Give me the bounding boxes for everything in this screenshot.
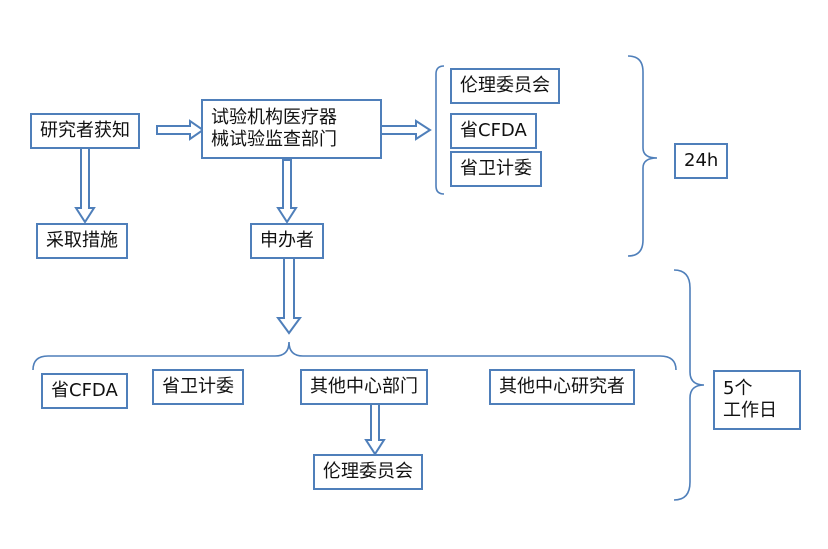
sponsor-node: 申办者	[250, 223, 324, 259]
arrow-departments-to-ethics	[364, 401, 386, 456]
time-5days-line-2: 工作日	[723, 400, 777, 421]
arrow-institution-to-sponsor	[276, 159, 298, 224]
brace-5days	[673, 269, 705, 501]
ethics-committee-top-node: 伦理委员会	[450, 68, 560, 104]
other-center-departments-node: 其他中心部门	[300, 369, 428, 405]
other-center-investigators-node: 其他中心研究者	[489, 369, 635, 405]
time-5days-line-1: 5个	[723, 378, 753, 399]
provincial-cfda-bottom-node: 省CFDA	[41, 373, 128, 409]
arrow-institution-to-notify	[380, 119, 432, 141]
arrow-investigator-to-measures	[74, 145, 96, 224]
time-24h-node: 24h	[674, 143, 729, 179]
arrow-investigator-to-institution	[156, 119, 205, 141]
ethics-committee-bottom-node: 伦理委员会	[313, 454, 423, 490]
institution-line-1: 试验机构医疗器	[211, 107, 337, 128]
investigator-aware-node: 研究者获知	[30, 113, 140, 149]
brace-bottom-group	[32, 341, 677, 371]
bracket-notify-left	[435, 65, 445, 195]
take-measures-node: 采取措施	[36, 223, 128, 259]
provincial-health-top-node: 省卫计委	[450, 151, 542, 187]
arrow-sponsor-to-group	[276, 256, 302, 335]
provincial-cfda-top-node: 省CFDA	[450, 113, 537, 149]
brace-24h	[627, 55, 658, 257]
institution-line-2: 械试验监查部门	[211, 129, 337, 150]
time-5days-node: 5个 工作日	[713, 370, 801, 430]
institution-monitoring-node: 试验机构医疗器 械试验监查部门	[201, 99, 382, 159]
provincial-health-bottom-node: 省卫计委	[152, 369, 244, 405]
